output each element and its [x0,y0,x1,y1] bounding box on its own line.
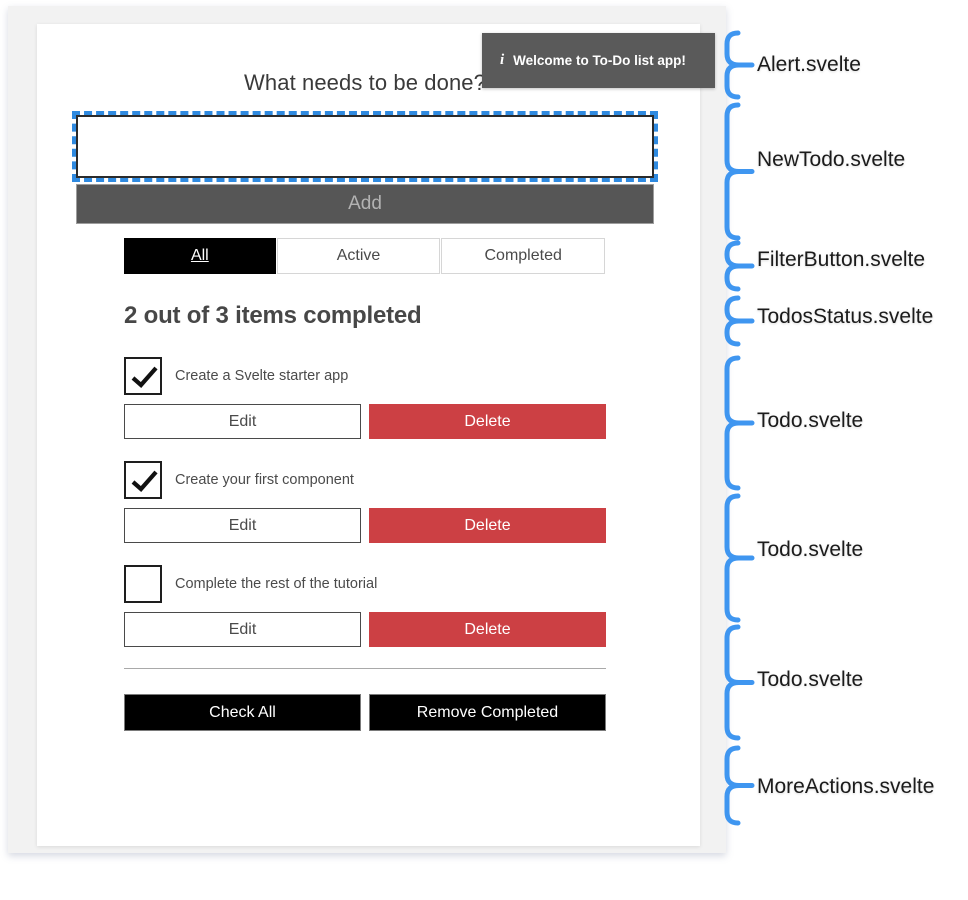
delete-button[interactable]: Delete [369,508,606,543]
add-todo-button[interactable]: Add [76,184,654,224]
todo-checkbox-unchecked[interactable] [124,565,162,603]
filter-button-group: All Active Completed [124,238,605,274]
todo-actions: Edit Delete [124,508,606,543]
delete-button[interactable]: Delete [369,612,606,647]
todo-label: Create your first component [175,472,354,488]
todo-actions: Edit Delete [124,612,606,647]
section-divider [124,668,606,669]
new-todo-input[interactable] [76,115,654,178]
delete-button[interactable]: Delete [369,404,606,439]
annotation-brace [724,30,741,100]
annotation-brace [724,624,741,741]
annotation-brace [724,295,741,347]
annotation-label: Todo.svelte [757,409,864,432]
annotation-label: Todo.svelte [757,538,864,561]
app-content: What needs to be done? Add All Active Co… [72,24,658,731]
todo-label: Create a Svelte starter app [175,368,349,384]
todo-row: Create your first component [124,460,606,500]
todo-row: Create a Svelte starter app [124,356,606,396]
annotation-brace [724,745,741,826]
annotation-brace [724,102,741,241]
todo-label: Complete the rest of the tutorial [175,576,378,592]
annotation-label: NewTodo.svelte [757,148,906,171]
annotation-brace [724,240,741,292]
todo-checkbox-checked[interactable] [124,461,162,499]
alert-toast[interactable]: i Welcome to To-Do list app! [482,33,715,88]
todo-list: Create a Svelte starter app Edit Delete [124,356,606,647]
annotation-label: Todo.svelte [757,668,864,691]
more-actions-group: Check All Remove Completed [124,694,654,731]
annotation-label: MoreActions.svelte [757,775,935,798]
todo-item: Complete the rest of the tutorial Edit D… [124,564,606,647]
todo-app-card: What needs to be done? Add All Active Co… [37,24,700,846]
annotation-label: TodosStatus.svelte [757,305,934,328]
check-all-button[interactable]: Check All [124,694,361,731]
annotation-label: Alert.svelte [757,53,861,76]
remove-completed-button[interactable]: Remove Completed [369,694,606,731]
info-icon: i [500,52,505,68]
edit-button[interactable]: Edit [124,404,361,439]
todo-checkbox-checked[interactable] [124,357,162,395]
filter-label-completed: Completed [484,247,562,264]
edit-button[interactable]: Edit [124,508,361,543]
todo-item: Create your first component Edit Delete [124,460,606,543]
todo-item: Create a Svelte starter app Edit Delete [124,356,606,439]
filter-button-all[interactable]: All [124,238,276,274]
filter-button-completed[interactable]: Completed [441,238,605,274]
page-title: What needs to be done? [244,70,486,95]
check-icon [131,366,158,388]
annotation-brace [724,355,741,491]
filter-label-active: Active [336,247,381,264]
filter-button-active[interactable]: Active [276,238,441,274]
new-todo-field-wrapper [72,111,658,182]
annotation-brace [724,493,741,623]
filter-label-all: All [190,247,209,264]
todo-actions: Edit Delete [124,404,606,439]
annotation-label: FilterButton.svelte [757,248,926,271]
todo-row: Complete the rest of the tutorial [124,564,606,604]
edit-button[interactable]: Edit [124,612,361,647]
todos-status-heading: 2 out of 3 items completed [124,302,422,329]
alert-message: Welcome to To-Do list app! [513,53,686,68]
check-icon [131,470,158,492]
